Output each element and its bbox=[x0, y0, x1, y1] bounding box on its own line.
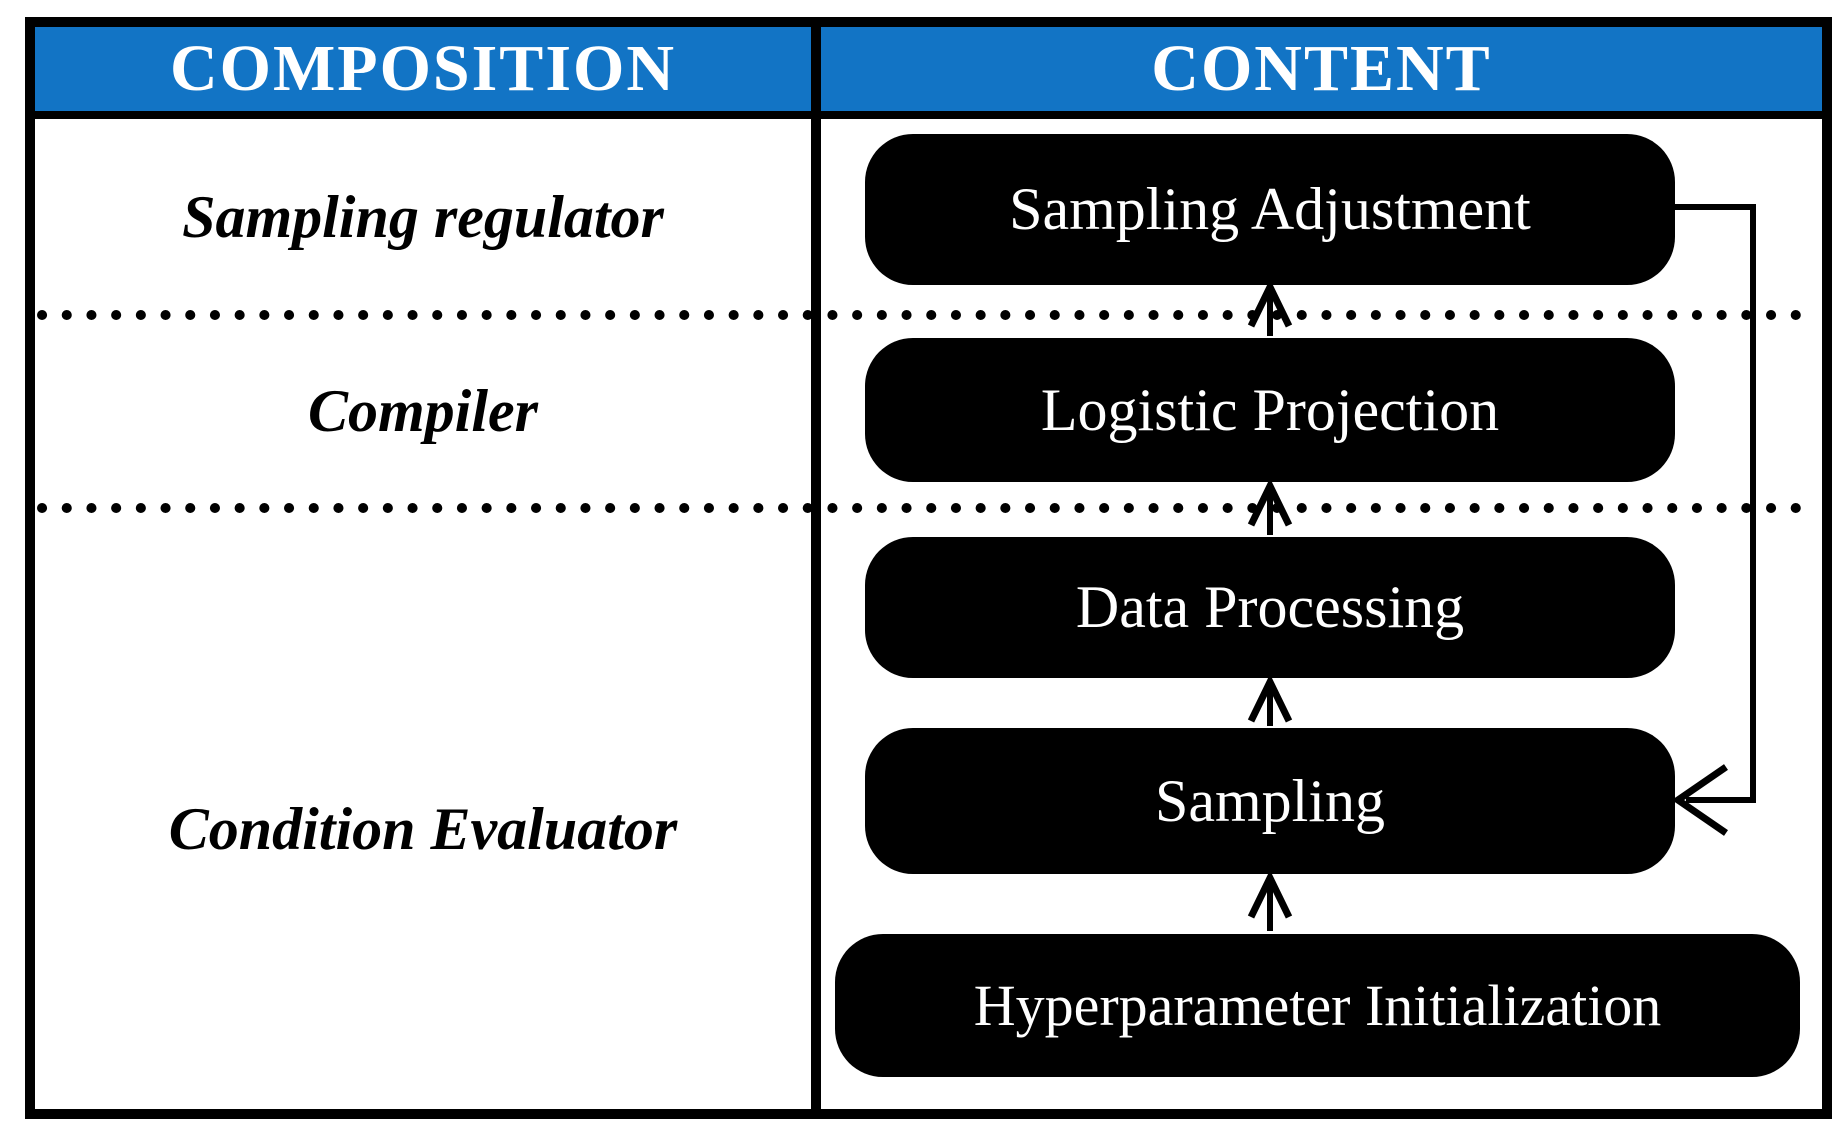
flow-node-label: Hyperparameter Initialization bbox=[973, 973, 1662, 1038]
flow-node-label: Data Processing bbox=[1075, 574, 1465, 640]
flow-node-hyperparameter-initialization: Hyperparameter Initialization bbox=[835, 934, 1800, 1077]
flow-node-data-processing: Data Processing bbox=[865, 537, 1675, 678]
header-composition-label: COMPOSITION bbox=[169, 32, 677, 105]
composition-row-sampling-regulator: Sampling regulator bbox=[35, 119, 811, 315]
flow-node-logistic-projection: Logistic Projection bbox=[865, 338, 1675, 482]
flow-node-label: Sampling Adjustment bbox=[1009, 176, 1531, 242]
flow-node-sampling: Sampling bbox=[865, 728, 1675, 874]
column-divider bbox=[811, 27, 821, 1109]
composition-row-condition-evaluator: Condition Evaluator bbox=[35, 508, 811, 1106]
flow-node-label: Sampling bbox=[1154, 767, 1385, 834]
header-content-label: CONTENT bbox=[1151, 32, 1492, 105]
composition-label: Sampling regulator bbox=[182, 183, 664, 250]
header-composition: COMPOSITION bbox=[35, 27, 811, 111]
composition-label: Compiler bbox=[307, 378, 538, 444]
header-content: CONTENT bbox=[821, 27, 1822, 111]
flow-node-label: Logistic Projection bbox=[1040, 376, 1500, 443]
table-frame bbox=[25, 17, 1832, 1119]
flow-node-sampling-adjustment: Sampling Adjustment bbox=[865, 134, 1675, 285]
composition-row-compiler: Compiler bbox=[35, 315, 811, 508]
header-underline bbox=[35, 111, 1822, 119]
composition-label: Condition Evaluator bbox=[168, 796, 678, 862]
